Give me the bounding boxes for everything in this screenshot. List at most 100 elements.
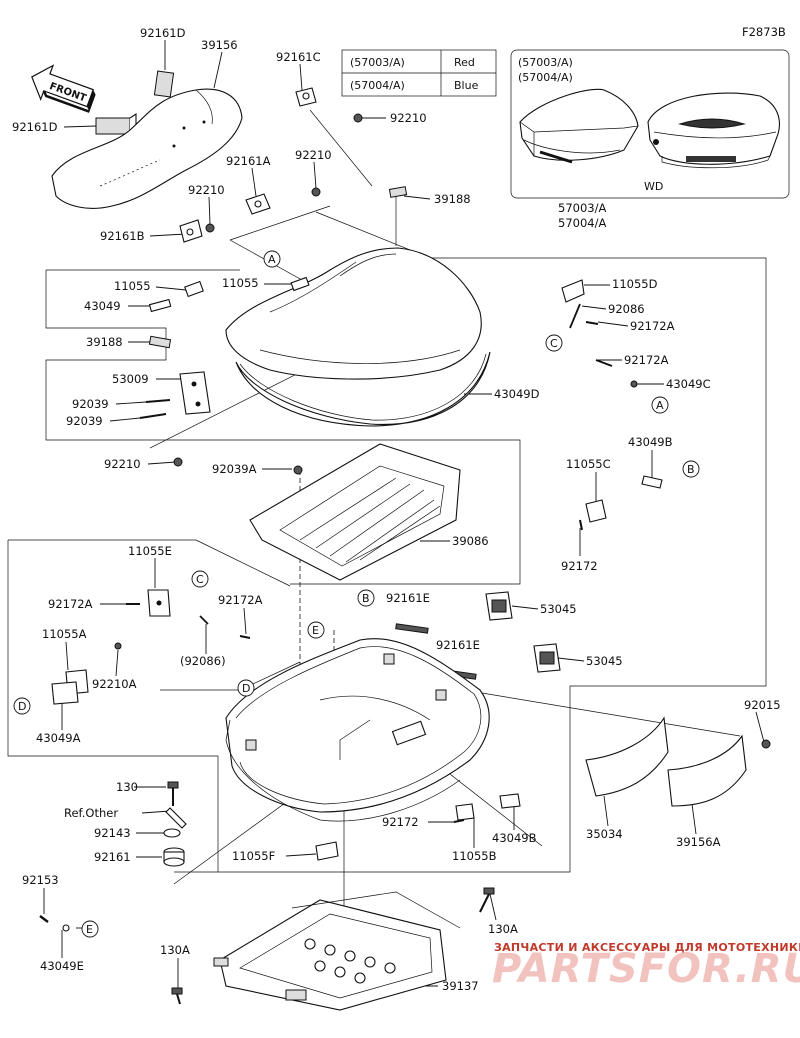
label-92172-right: 92172 [561, 559, 598, 573]
pad-43049A [51, 681, 79, 705]
label-57003A: 57003/A [558, 201, 606, 215]
bracket-11055E [147, 589, 171, 617]
bracket-11055C [585, 499, 607, 523]
washer-43049E [62, 924, 70, 932]
screw-92172-right [579, 519, 583, 531]
screw-92172A-d [239, 635, 251, 639]
lock-53045-a [485, 591, 513, 621]
seal-43049D [235, 351, 491, 427]
label-130: 130 [116, 780, 138, 794]
color-table: (57003/A) Red (57004/A) Blue [341, 49, 497, 97]
watermark-logo: PARTSFOR.RU [492, 946, 800, 992]
label-92015: 92015 [744, 698, 781, 712]
label-ref-other: Ref.Other [64, 806, 118, 820]
callout-E-1: E [307, 621, 325, 639]
bolt-130A-right [479, 887, 495, 913]
svg-text:D: D [242, 682, 250, 695]
callout-E-2: E [81, 920, 99, 938]
label-39156A: 39156A [676, 835, 721, 849]
pad-43049B-right [641, 475, 663, 489]
bolt-130 [167, 781, 179, 806]
label-39137: 39137 [442, 979, 479, 993]
callout-D-1: D [237, 679, 255, 697]
inset-case-left [519, 88, 639, 164]
label-43049: 43049 [84, 299, 121, 313]
bracket-11055-b [290, 276, 310, 292]
pin-92086 [569, 303, 581, 329]
tray-39086 [249, 443, 461, 581]
color-code-2: (57004/A) [350, 79, 405, 92]
figure-id: F2873B [742, 25, 786, 39]
label-39156: 39156 [201, 38, 238, 52]
callout-C-1: C [545, 334, 563, 352]
svg-text:C: C [550, 337, 558, 350]
label-130A-right: 130A [488, 922, 518, 936]
label-92161E-b: 92161E [436, 638, 480, 652]
leader-lines [43, 40, 765, 988]
bracket-11055-a [184, 280, 204, 298]
inset-code-2: (57004/A) [518, 71, 573, 84]
svg-text:A: A [268, 253, 276, 266]
inset-caption: WD [644, 180, 663, 193]
latch-92161B [179, 219, 203, 243]
callout-B-1: B [682, 460, 700, 478]
label-92210-a: 92210 [390, 111, 427, 125]
label-92210-b: 92210 [295, 148, 332, 162]
label-53009: 53009 [112, 372, 149, 386]
label-92161A: 92161A [226, 154, 271, 168]
color-name-2: Blue [454, 79, 479, 92]
screw-92172A-a [585, 321, 599, 325]
nut-92210-d [173, 457, 183, 467]
svg-text:E: E [312, 624, 319, 637]
label-92161: 92161 [94, 850, 131, 864]
inset-code-1: (57003/A) [518, 56, 573, 69]
label-11055B: 11055B [452, 849, 497, 863]
callout-B-2: B [357, 589, 375, 607]
callout-A-1: A [263, 250, 281, 268]
strip-39188-top [388, 186, 408, 198]
label-35034: 35034 [586, 827, 623, 841]
svg-text:E: E [86, 923, 93, 936]
label-92161D-left: 92161D [12, 120, 58, 134]
label-92153: 92153 [22, 873, 59, 887]
label-11055-a: 11055 [114, 279, 151, 293]
label-92086-paren: (92086) [180, 654, 226, 668]
svg-text:D: D [18, 700, 26, 713]
callout-D-2: D [13, 697, 31, 715]
label-92172A-c: 92172A [48, 597, 93, 611]
label-92210-c: 92210 [188, 183, 225, 197]
watermark-tagline: ЗАПЧАСТИ И АКСЕССУАРЫ ДЛЯ МОТОТЕХНИКИ [494, 941, 800, 954]
bolt-130A-left [171, 987, 183, 1005]
carrier-39137 [213, 891, 461, 1011]
hinge-53009 [179, 371, 211, 415]
inset-box: (57003/A) (57004/A) WD [510, 49, 790, 199]
label-53045-b: 53045 [586, 654, 623, 668]
screw-92039-a [145, 399, 171, 403]
label-57004A: 57004/A [558, 216, 606, 230]
label-43049E: 43049E [40, 959, 84, 973]
label-92172A-b: 92172A [624, 353, 669, 367]
label-92086: 92086 [608, 302, 645, 316]
label-43049D: 43049D [494, 387, 540, 401]
label-92172A-d: 92172A [218, 593, 263, 607]
lock-53045-b [533, 643, 561, 673]
label-39188-top: 39188 [434, 192, 471, 206]
svg-text:B: B [687, 463, 695, 476]
ref-other-part [165, 807, 187, 829]
nut-92210-b [311, 187, 321, 197]
label-39188-left: 39188 [86, 335, 123, 349]
label-92161D-top: 92161D [140, 26, 186, 40]
washer-92143 [163, 828, 181, 838]
bracket-11055F [315, 841, 339, 861]
nut-92210A [114, 642, 122, 650]
color-name-1: Red [454, 56, 475, 69]
label-39086: 39086 [452, 534, 489, 548]
screw-92153 [39, 915, 49, 923]
label-92210A: 92210A [92, 677, 137, 691]
strip-39188-left [148, 335, 172, 349]
case-body [225, 638, 490, 822]
pad-92161D-top [153, 70, 175, 98]
inset-case-right [647, 92, 780, 169]
